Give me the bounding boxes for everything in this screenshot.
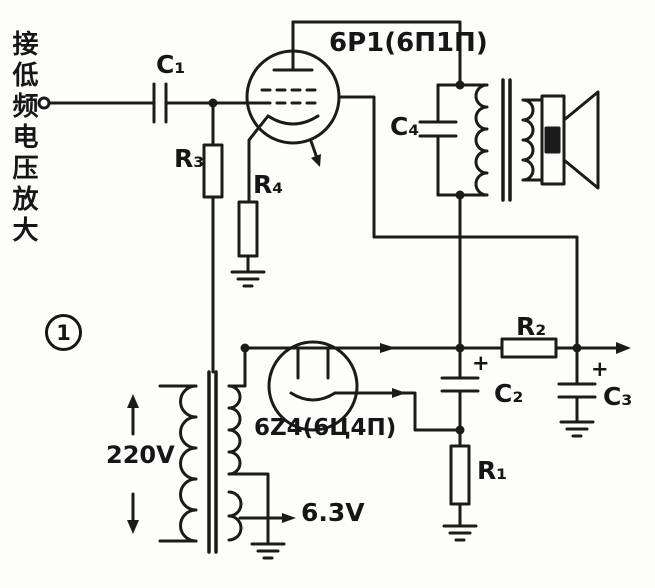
r2-resistor bbox=[500, 337, 558, 359]
input-terminal bbox=[37, 96, 154, 110]
c1-capacitor bbox=[152, 82, 264, 124]
figure-number-badge: 1 bbox=[45, 314, 82, 351]
hv-feed-wire bbox=[227, 346, 247, 388]
mains-arrow-down-icon bbox=[127, 520, 139, 534]
c3-capacitor bbox=[557, 346, 597, 422]
label-mains: 220V bbox=[106, 441, 175, 469]
ground-symbol-r4 bbox=[230, 270, 266, 288]
rail-current-arrow-icon bbox=[380, 343, 396, 353]
junction-dots bbox=[208, 80, 582, 435]
output-transformer bbox=[474, 78, 544, 202]
c2-capacitor bbox=[440, 346, 480, 432]
figure-number: 1 bbox=[56, 320, 71, 345]
r1-resistor bbox=[449, 428, 471, 526]
rectifier-tube bbox=[267, 340, 462, 432]
mains-arrow-up-icon bbox=[127, 394, 139, 408]
label-c1: C₁ bbox=[156, 50, 186, 79]
label-output-tube: 6P1(6П1П) bbox=[329, 28, 488, 58]
power-transformer bbox=[158, 370, 292, 554]
label-c2: C₂ bbox=[494, 379, 524, 408]
label-c3: C₃ bbox=[603, 382, 633, 411]
label-c2-plus: + bbox=[472, 351, 490, 375]
label-r1: R₁ bbox=[477, 456, 508, 485]
r3-resistor bbox=[202, 101, 224, 374]
r4-resistor bbox=[237, 200, 259, 272]
speaker-icon bbox=[540, 90, 600, 190]
cathode-current-arrow-icon bbox=[392, 388, 406, 398]
label-heater: 6.3V bbox=[301, 498, 365, 527]
ground-symbol-c3 bbox=[559, 420, 595, 438]
input-source-note: 接低频电压放大 bbox=[8, 30, 38, 247]
label-c4: C₄ bbox=[390, 112, 420, 141]
heater-arrow-icon bbox=[282, 513, 296, 523]
label-c3-plus: + bbox=[591, 357, 609, 381]
label-rectifier-tube: 6Z4(6Ц4П) bbox=[254, 415, 397, 441]
screen-grid-wire bbox=[337, 95, 579, 350]
label-r2: R₂ bbox=[516, 312, 547, 341]
label-r4: R₄ bbox=[253, 170, 284, 199]
ground-symbol-r1 bbox=[442, 524, 478, 542]
output-arrow-icon bbox=[616, 342, 631, 354]
ground-symbol-transformer bbox=[250, 542, 286, 560]
plate-top-wire bbox=[291, 20, 462, 87]
label-r3: R₃ bbox=[174, 144, 205, 173]
bplus-rail bbox=[243, 337, 628, 359]
cathode-arrow-icon bbox=[311, 154, 321, 167]
